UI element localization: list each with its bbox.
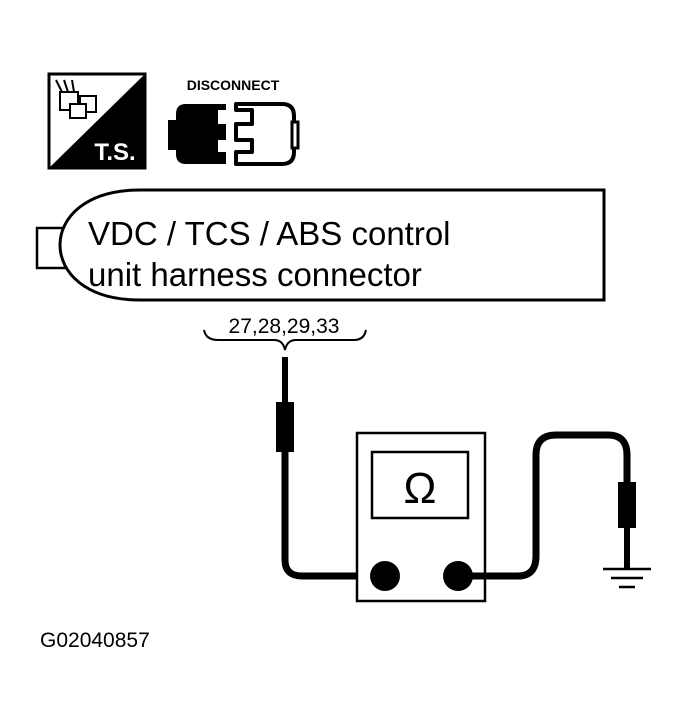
left-probe (276, 357, 384, 580)
meter-terminal-left (370, 561, 400, 591)
connector-disconnect-icon: DISCONNECT (168, 77, 300, 166)
ohm-symbol: Ω (404, 464, 437, 513)
terminal-numbers: 27,28,29,33 (229, 315, 340, 338)
test-harness-icon: T.S. (47, 72, 147, 170)
terminal-brace (203, 329, 367, 351)
disconnect-label: DISCONNECT (187, 77, 280, 93)
ts-label: T.S. (94, 139, 135, 166)
ground-icon (603, 567, 651, 589)
right-probe (454, 431, 636, 580)
connector-label-line2: unit harness connector (88, 256, 422, 293)
connector-label-line1: VDC / TCS / ABS control (88, 215, 451, 252)
harness-connector: VDC / TCS / ABS control unit harness con… (35, 188, 606, 302)
figure-id: G02040857 (40, 629, 150, 652)
